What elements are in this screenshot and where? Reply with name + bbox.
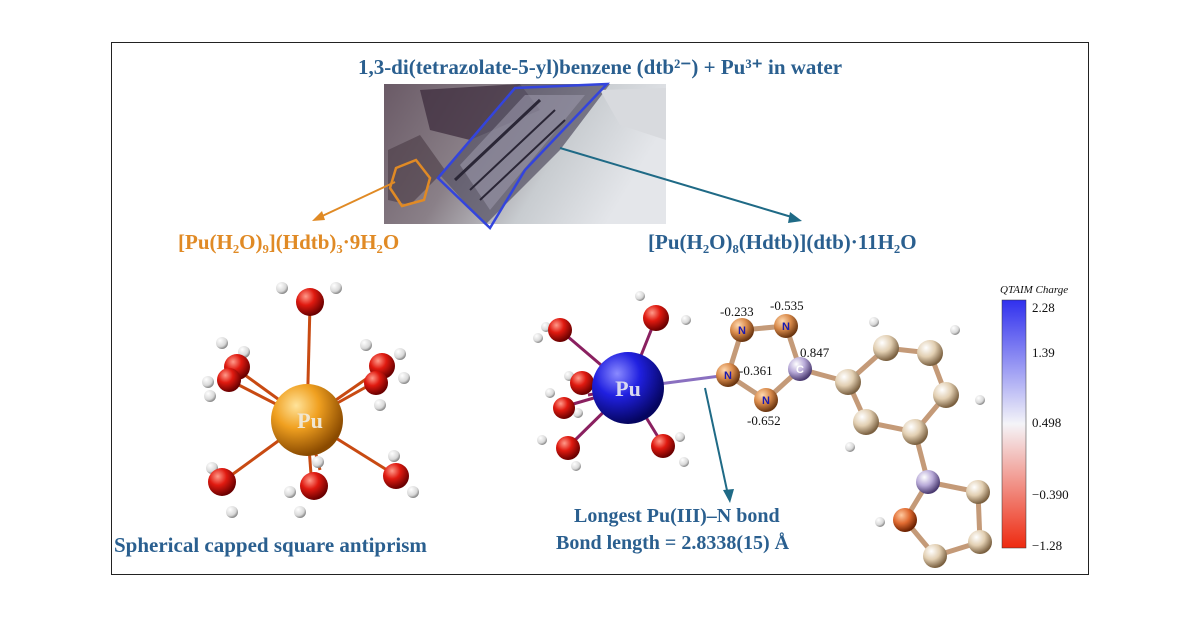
figure-title: 1,3-di(tetrazolate-5-yl)benzene (dtb²⁻) … — [357, 55, 843, 79]
charge-n2: -0.535 — [770, 298, 804, 313]
charge-n1: -0.233 — [720, 304, 754, 319]
colorbar — [1001, 299, 1027, 549]
left-formula: [Pu(H₂O)₉](Hdtb)₃·9H₂O — [178, 230, 400, 254]
blue-crystal-outline — [436, 82, 611, 230]
crystal-photo — [384, 84, 666, 225]
colorbar-tick: 2.28 — [1032, 300, 1055, 315]
bond-caption-line1: Longest Pu(III)–N bond — [574, 505, 780, 527]
n1-label: N — [738, 325, 746, 337]
n2-label: N — [782, 321, 790, 333]
c-label: C — [796, 364, 804, 376]
orange-crystal-outline — [388, 158, 432, 208]
bond-caption-line2: Bond length = 2.8338(15) Å — [556, 532, 790, 554]
colorbar-title: QTAIM Charge — [1000, 284, 1069, 296]
bond-arrow — [704, 387, 729, 496]
n3-label: N — [724, 370, 732, 382]
n4-label: N — [762, 395, 770, 407]
right-molecule — [533, 291, 992, 568]
charge-n4: -0.652 — [747, 413, 781, 428]
charge-n3: -0.361 — [739, 363, 773, 378]
left-caption: Spherical capped square antiprism — [114, 533, 427, 557]
left-molecule — [202, 282, 419, 518]
colorbar-tick: −0.390 — [1032, 487, 1069, 502]
figure-frame — [111, 42, 1089, 575]
pu-right-label: Pu — [615, 376, 641, 401]
colorbar-tick: 0.498 — [1032, 415, 1062, 430]
colorbar-tick: 1.39 — [1032, 345, 1055, 360]
right-formula: [Pu(H₂O)₈(Hdtb)](dtb)·11H₂O — [648, 230, 917, 254]
orange-arrow — [317, 181, 396, 219]
teal-arrow — [559, 147, 796, 219]
charge-c: 0.847 — [800, 345, 830, 360]
colorbar-tick: −1.28 — [1032, 538, 1063, 553]
pu-left-label: Pu — [297, 408, 323, 433]
